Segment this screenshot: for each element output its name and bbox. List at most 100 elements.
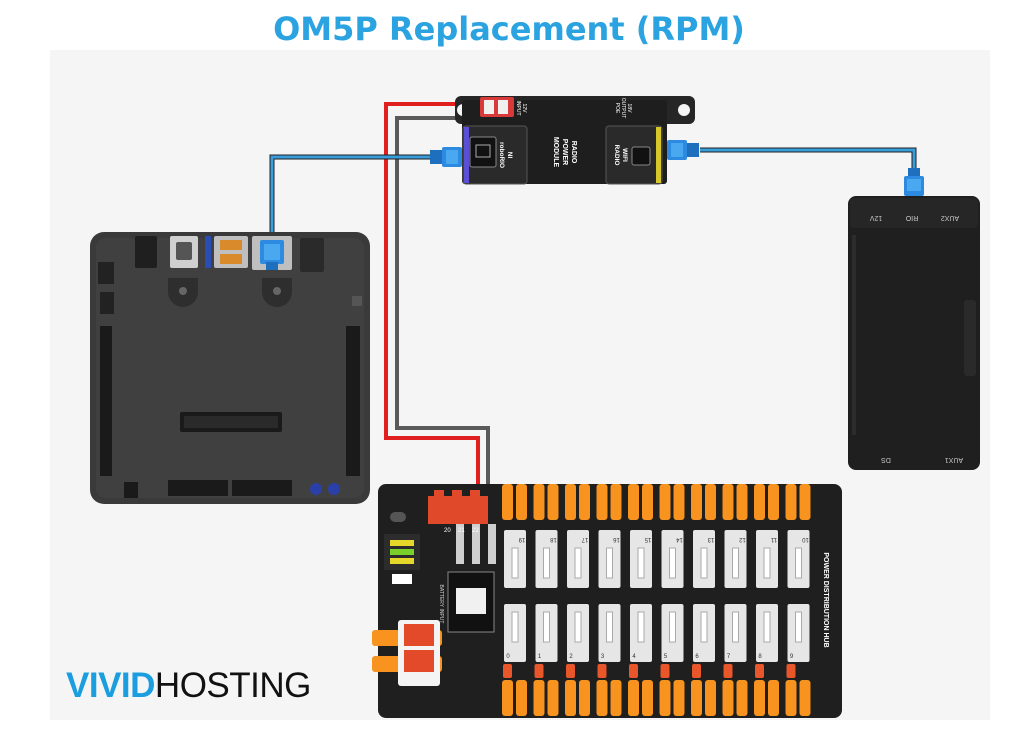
pdh-bottom-lever-pair bbox=[565, 664, 590, 716]
pdh-top-lever-pair bbox=[659, 484, 685, 520]
pdh-bottom-lever-pair bbox=[628, 664, 653, 716]
pdh-top-channel-label: 10 bbox=[802, 536, 809, 542]
roborio-controller bbox=[90, 232, 370, 504]
pdh-bottom-channel-label: 8 bbox=[758, 654, 762, 660]
ethernet-plug-rpm-radio bbox=[667, 140, 699, 160]
pdh-bottom-lever-pair bbox=[596, 664, 622, 716]
port-radio-line1: WIFI bbox=[621, 148, 628, 162]
wifi-radio: 12V RIO AUX2 DS AUX1 bbox=[848, 196, 980, 470]
pdh-top-channel-label: 14 bbox=[676, 536, 683, 542]
pdh-bottom-channel-label: 4 bbox=[632, 654, 636, 660]
pdh-top-channel bbox=[724, 530, 747, 588]
pdh-top-channel-label: 17 bbox=[581, 536, 588, 542]
ethernet-plug-rio bbox=[260, 240, 284, 270]
ethernet-cable-radio bbox=[700, 148, 916, 170]
ethernet-cable-rio bbox=[270, 155, 440, 245]
pdh-top-channel bbox=[661, 530, 684, 588]
battery-input-label: BATTERY INPUT bbox=[438, 585, 444, 624]
ethernet-plug-rpm-rio bbox=[430, 147, 462, 167]
pdh-bottom-channel-label: 7 bbox=[727, 654, 731, 660]
pdh-top-lever-pair bbox=[533, 484, 559, 520]
power-connector bbox=[135, 236, 157, 268]
pdh-bottom-channel bbox=[598, 604, 621, 662]
pdh-bottom-channel-label: 9 bbox=[790, 654, 794, 660]
pdh-top-channel-label: 12 bbox=[739, 536, 746, 542]
pdh-bottom-channel bbox=[693, 604, 715, 662]
pdh-top-channel bbox=[598, 530, 621, 588]
output-label-line1: 18V bbox=[626, 104, 632, 114]
radio-port-marker bbox=[656, 127, 661, 183]
pdh-top-channel-label: 11 bbox=[770, 536, 777, 542]
pdh-top-channel-label: 18 bbox=[550, 536, 557, 542]
rpm-label-line3: MODULE bbox=[552, 137, 559, 168]
pdh-top-lever-pair bbox=[722, 484, 748, 520]
pdh-bottom-lever-pair bbox=[754, 664, 779, 716]
radio-port-ds: DS bbox=[881, 456, 891, 463]
power-distribution-hub: 20 21 22 BATTERY INPUT bbox=[372, 484, 842, 718]
pdh-top-lever-pair bbox=[565, 484, 590, 520]
input-label-line1: 12V bbox=[521, 104, 527, 114]
radio-port-12v: 12V bbox=[869, 214, 882, 221]
logo-part-hosting: HOSTING bbox=[154, 666, 311, 705]
pdh-bottom-lever-pair bbox=[659, 664, 685, 716]
pdh-top-channel bbox=[693, 530, 715, 588]
pdh-bottom-channel bbox=[567, 604, 589, 662]
vividhosting-logo: VIVIDHOSTING bbox=[66, 664, 311, 708]
roborio-port-marker bbox=[464, 127, 469, 183]
power-wire-black bbox=[395, 116, 494, 500]
pdh-top-channel bbox=[787, 530, 810, 588]
radio-port-rio: RIO bbox=[905, 214, 918, 221]
pdh-top-lever-pair bbox=[596, 484, 622, 520]
pdh-bottom-channel bbox=[787, 604, 810, 662]
side-channel-22: 22 bbox=[472, 528, 479, 534]
side-channel-20: 20 bbox=[444, 528, 451, 534]
pdh-bottom-channel bbox=[630, 604, 652, 662]
pdh-bottom-channel-label: 5 bbox=[664, 654, 668, 660]
pdh-top-levers bbox=[502, 484, 811, 520]
pdh-bottom-levers bbox=[502, 664, 811, 716]
pdh-top-lever-pair bbox=[691, 484, 716, 520]
button-2 bbox=[328, 483, 340, 495]
rpm-label-line2: POWER bbox=[561, 139, 568, 165]
power-wire-red bbox=[384, 102, 494, 500]
pdh-bottom-channel-label: 0 bbox=[506, 654, 510, 660]
logo-part-vivid: VIVID bbox=[66, 666, 155, 705]
port-roborio-line2: roboRIO bbox=[498, 142, 505, 168]
input-label-line2: INPUT bbox=[515, 101, 521, 116]
pdh-bottom-channel bbox=[724, 604, 747, 662]
rpm-label-line1: RADIO bbox=[570, 141, 577, 164]
pdh-top-channel-label: 16 bbox=[613, 536, 620, 542]
output-label-line2: OUTPUT bbox=[620, 98, 626, 119]
pdh-bottom-channel bbox=[756, 604, 778, 662]
mxp-small-header bbox=[300, 238, 324, 272]
pdh-top-channel bbox=[630, 530, 652, 588]
pdh-label: POWER DISTRIBUTION HUB bbox=[822, 552, 829, 647]
pdh-bottom-lever-pair bbox=[502, 664, 527, 716]
left-pin-header bbox=[100, 326, 112, 476]
button-1 bbox=[310, 483, 322, 495]
pdh-bottom-channel bbox=[535, 604, 558, 662]
radio-port-aux1: AUX1 bbox=[945, 456, 963, 463]
pdh-bottom-channel-label: 3 bbox=[601, 654, 605, 660]
output-label-line3: POE bbox=[614, 103, 620, 114]
pdh-bottom-lever-pair bbox=[533, 664, 559, 716]
right-pin-header bbox=[346, 326, 360, 476]
pdh-top-channel-label: 13 bbox=[707, 536, 714, 542]
pdh-bottom-channel-label: 1 bbox=[538, 654, 542, 660]
side-channel-21: 21 bbox=[458, 528, 465, 534]
pdh-top-channel bbox=[504, 530, 526, 588]
pdh-bottom-lever-pair bbox=[722, 664, 748, 716]
pdh-bottom-lever-pair bbox=[785, 664, 811, 716]
pdh-top-channel bbox=[756, 530, 778, 588]
pdh-top-lever-pair bbox=[502, 484, 527, 520]
pdh-top-lever-pair bbox=[785, 484, 811, 520]
pdh-bottom-channel bbox=[661, 604, 684, 662]
ethernet-plug-radio bbox=[904, 168, 924, 196]
pdh-bottom-lever-pair bbox=[691, 664, 716, 716]
port-radio-line2: RADIO bbox=[613, 145, 620, 166]
pdh-top-channel-label: 19 bbox=[518, 536, 525, 542]
